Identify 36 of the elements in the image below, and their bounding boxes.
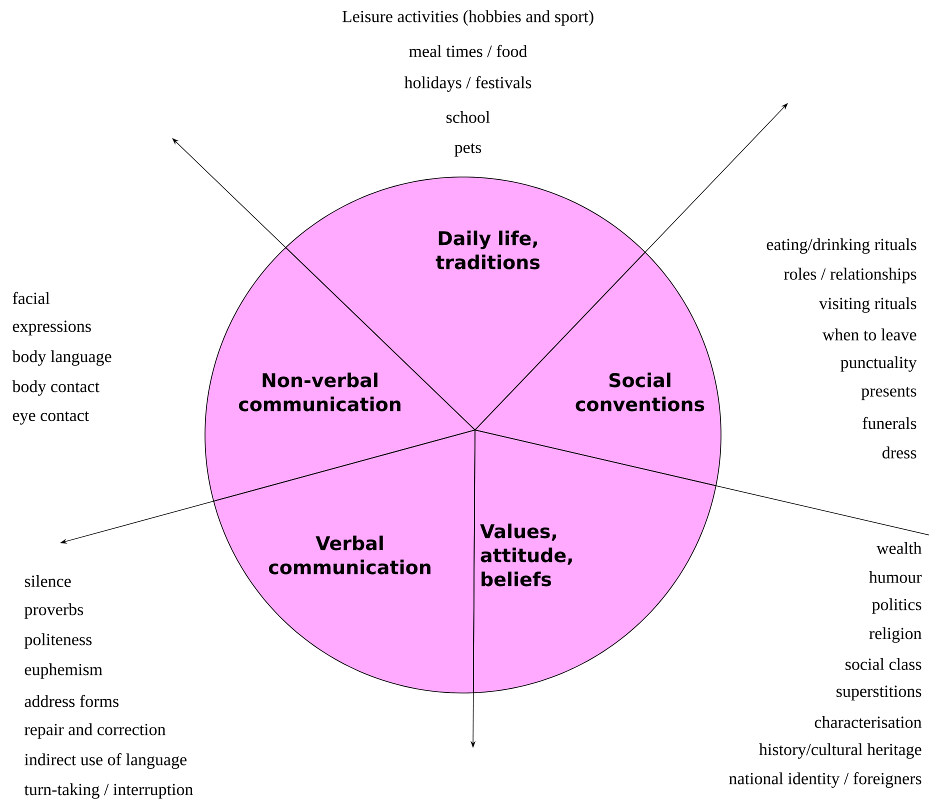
list-item: Leisure activities (hobbies and sport) (342, 10, 594, 26)
list-item: politeness (24, 633, 92, 649)
list-item: school (446, 111, 490, 123)
list-item: turn-taking / interruption (24, 783, 193, 799)
list-item: politics (872, 598, 922, 614)
list-item: meal times / food (409, 44, 528, 58)
list-item: euphemism (24, 663, 102, 679)
list-item: proverbs (24, 603, 84, 619)
list-item: history/cultural heritage (759, 743, 922, 759)
list-item: expressions (12, 320, 91, 336)
list-item: address forms (24, 694, 118, 708)
list-item: superstitions (836, 686, 922, 700)
list-item: body language (12, 350, 112, 366)
list-item: eating/drinking rituals (766, 238, 916, 254)
list-item: silence (24, 575, 71, 587)
list-item: visiting rituals (819, 297, 916, 313)
list-item: facial (12, 292, 50, 304)
list-item: religion (869, 627, 922, 643)
list-item: indirect use of language (24, 753, 186, 769)
list-item: eye contact (12, 411, 90, 425)
list-item: characterisation (814, 716, 922, 728)
list-item: repair and correction (24, 723, 166, 739)
list-item: funerals (862, 416, 916, 430)
list-item: wealth (876, 542, 922, 554)
list-item: body contact (12, 380, 100, 396)
list-item: social class (846, 658, 922, 670)
list-item: dress (882, 446, 916, 458)
list-item: roles / relationships (784, 268, 916, 284)
list-item: pets (454, 143, 482, 157)
list-item: punctuality (840, 356, 917, 372)
list-item: presents (861, 386, 916, 400)
list-item: humour (869, 571, 922, 583)
list-item: when to leave (822, 328, 916, 340)
sector-wedge: Values, attitude, beliefs (472, 430, 716, 694)
list-item: national identity / foreigners (729, 772, 922, 788)
list-item: holidays / festivals (404, 76, 532, 92)
